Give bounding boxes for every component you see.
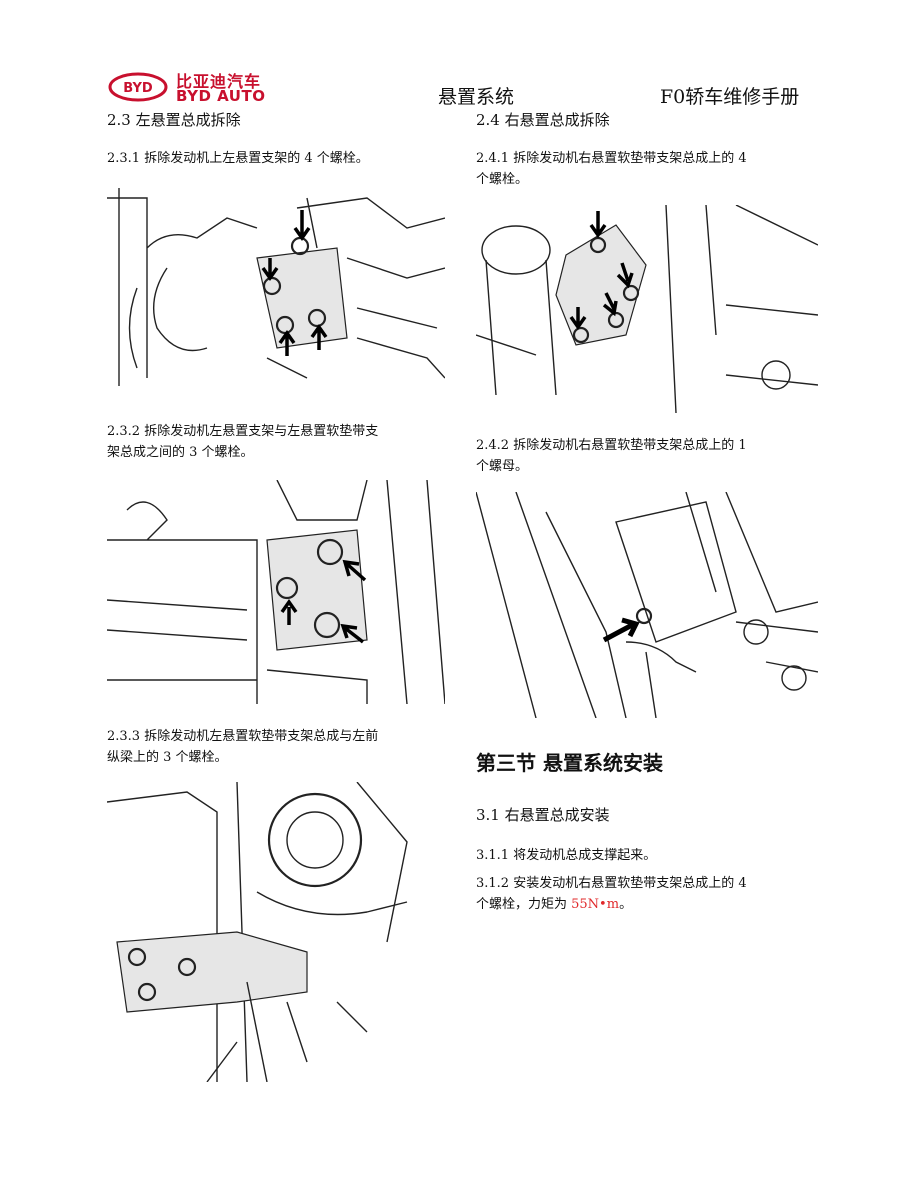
figure-2-4-2 xyxy=(476,492,818,718)
svg-text:BYD: BYD xyxy=(123,81,153,96)
step-2-4-2-line2: 个螺母。 xyxy=(476,459,529,474)
step-2-3-3-line1: 2.3.3 拆除发动机左悬置软垫带支架总成与左前 xyxy=(107,729,379,744)
step-2-4-2-line1: 2.4.2 拆除发动机右悬置软垫带支架总成上的 1 xyxy=(476,438,747,453)
step-3-1-2-line1: 3.1.2 安装发动机右悬置软垫带支架总成上的 4 xyxy=(476,876,747,891)
step-2-3-1: 2.3.1 拆除发动机上左悬置支架的 4 个螺栓。 xyxy=(107,151,369,166)
step-2-3-2-line1: 2.3.2 拆除发动机左悬置支架与左悬置软垫带支 xyxy=(107,424,379,439)
step-3-1-2-end: 。 xyxy=(619,897,633,912)
figure-2-3-2 xyxy=(107,480,445,704)
section-2-4-title: 2.4 右悬置总成拆除 xyxy=(476,111,610,129)
step-2-3-2-line2: 架总成之间的 3 个螺栓。 xyxy=(107,445,254,460)
section-3-title: 第三节 悬置系统安装 xyxy=(476,751,663,775)
brand-name-en: BYD AUTO xyxy=(176,87,266,105)
section-3-1-title: 3.1 右悬置总成安装 xyxy=(476,806,610,824)
header-manual-title: F0轿车维修手册 xyxy=(660,86,800,108)
section-2-3-title: 2.3 左悬置总成拆除 xyxy=(107,111,241,129)
figure-2-3-1 xyxy=(107,188,445,386)
step-2-4-1-line1: 2.4.1 拆除发动机右悬置软垫带支架总成上的 4 xyxy=(476,151,747,166)
step-3-1-2-line2: 个螺栓，力矩为 55N•m。 xyxy=(476,894,632,915)
figure-2-3-3 xyxy=(107,782,417,1082)
step-3-1-1: 3.1.1 将发动机总成支撑起来。 xyxy=(476,848,657,863)
brand-name-cn: 比亚迪汽车 xyxy=(176,72,262,91)
step-2-4-1-line2: 个螺栓。 xyxy=(476,172,529,187)
step-2-3-3-line2: 纵梁上的 3 个螺栓。 xyxy=(107,750,228,765)
figure-2-4-1 xyxy=(476,205,818,413)
step-3-1-2-text: 个螺栓，力矩为 xyxy=(476,897,572,912)
torque-value: 55N•m xyxy=(571,897,620,912)
header-chapter-title: 悬置系统 xyxy=(438,86,515,108)
byd-logo-icon: BYD xyxy=(108,72,168,102)
